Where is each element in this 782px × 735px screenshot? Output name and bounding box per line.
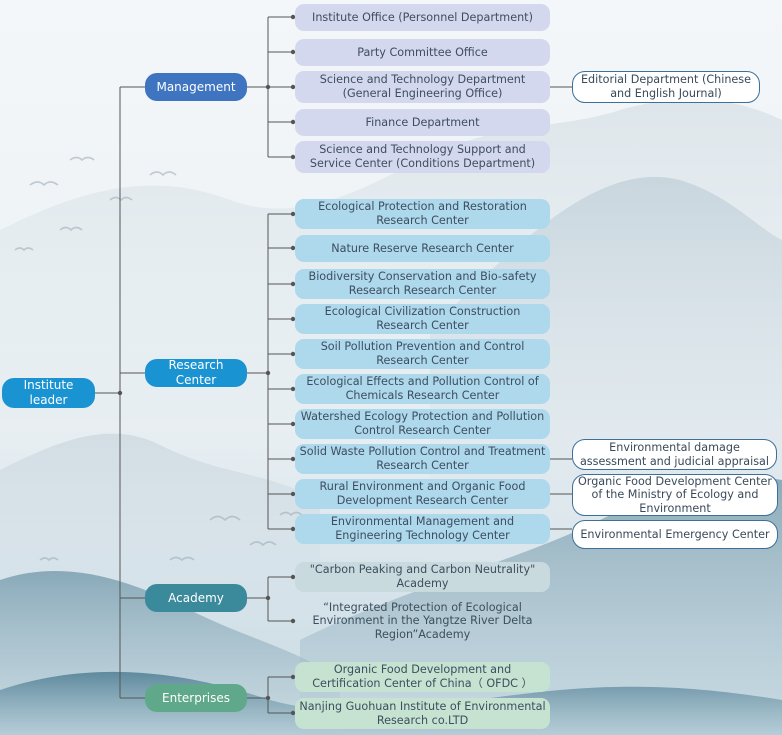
research-item: Ecological Civilization Construction Res… <box>295 304 550 334</box>
connector-dot <box>290 281 296 287</box>
group-label-research: Research Center <box>168 358 224 387</box>
connector-dot <box>290 84 296 90</box>
connector-dot <box>290 574 296 580</box>
connector-dot <box>290 351 296 357</box>
research-item: Watershed Ecology Protection and Polluti… <box>295 409 550 439</box>
group-node-research-center: Research Center <box>145 358 247 387</box>
enterprise-item: Nanjing Guohuan Institute of Environment… <box>295 698 550 729</box>
connector-dot <box>290 618 296 624</box>
academy-item: "Carbon Peaking and Carbon Neutrality" A… <box>295 562 550 592</box>
research-item: Nature Reserve Research Center <box>295 235 550 262</box>
research-item: Solid Waste Pollution Control and Treatm… <box>295 444 550 474</box>
connector-dot <box>290 526 296 532</box>
group-node-management: Management <box>145 73 247 101</box>
connector-dot <box>290 119 296 125</box>
connector-dot <box>290 154 296 160</box>
connector-dot <box>290 386 296 392</box>
management-item: Science and Technology Department (Gener… <box>295 71 550 103</box>
group-node-enterprises: Enterprises <box>145 684 247 712</box>
connector-dot <box>290 710 296 716</box>
side-unit-emergency-center: Environmental Emergency Center <box>572 520 778 549</box>
birds <box>14 156 303 562</box>
research-item: Ecological Protection and Restoration Re… <box>295 199 550 229</box>
group-node-academy: Academy <box>145 584 247 612</box>
connector-dot <box>290 14 296 20</box>
group-label-enterprises: Enterprises <box>162 690 230 705</box>
research-item: Biodiversity Conservation and Bio-safety… <box>295 269 550 299</box>
research-item: Environmental Management and Engineering… <box>295 514 550 544</box>
research-item: Soil Pollution Prevention and Control Re… <box>295 339 550 369</box>
research-item: Ecological Effects and Pollution Control… <box>295 374 550 404</box>
root-label: Institute leader <box>23 378 74 407</box>
group-label-management: Management <box>156 79 236 94</box>
side-unit-organic-food-center: Organic Food Development Center of the M… <box>572 474 778 516</box>
connector-dot <box>290 211 296 217</box>
connector-dot <box>290 245 296 251</box>
side-unit-damage-assessment: Environmental damage assessment and judi… <box>572 439 777 470</box>
management-item: Party Committee Office <box>295 39 550 66</box>
connector-dot <box>290 491 296 497</box>
connector-dot <box>290 674 296 680</box>
connector-dot <box>290 49 296 55</box>
management-item: Finance Department <box>295 109 550 136</box>
connector-dot <box>290 316 296 322</box>
enterprise-item: Organic Food Development and Certificati… <box>295 662 550 692</box>
group-label-academy: Academy <box>168 590 224 605</box>
management-item: Institute Office (Personnel Department) <box>295 4 550 31</box>
connector-dot <box>290 421 296 427</box>
academy-item: “Integrated Protection of Ecological Env… <box>312 600 533 641</box>
management-item: Science and Technology Support and Servi… <box>295 141 550 173</box>
root-node-institute-leader: Institute leader <box>2 378 95 408</box>
side-unit-editorial-department: Editorial Department (Chinese and Englis… <box>572 71 760 103</box>
connector-dot <box>290 456 296 462</box>
research-item: Rural Environment and Organic Food Devel… <box>295 479 550 509</box>
